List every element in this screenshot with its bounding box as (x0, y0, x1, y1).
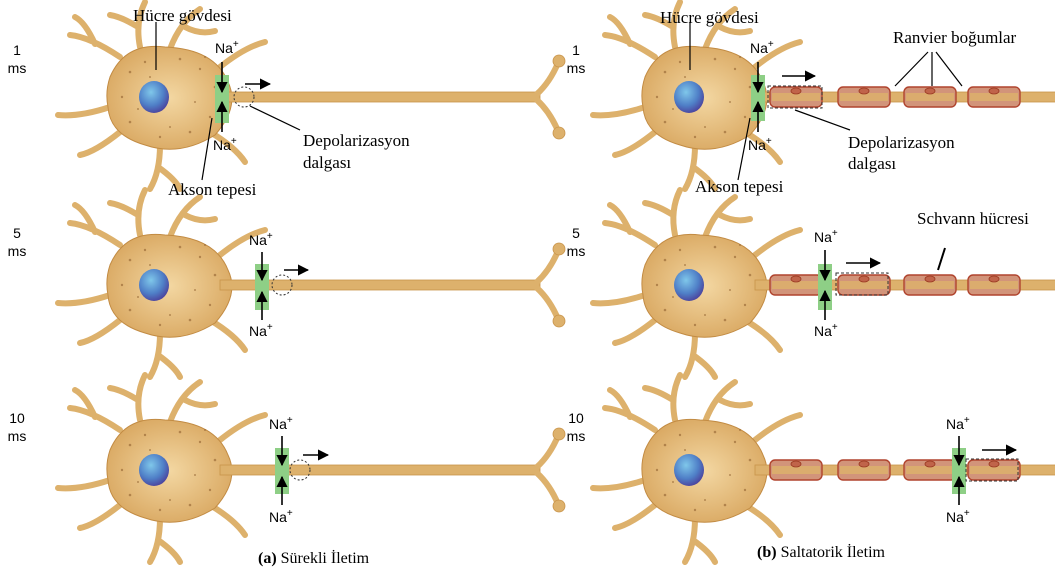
panel-a-5ms (58, 190, 565, 377)
axon-hillock-label-b: Akson tepesi (695, 177, 784, 196)
time-unit-1: ms (8, 60, 27, 76)
na-label-a5-bottom: Na+ (249, 322, 273, 339)
time-unit-10b: ms (567, 428, 586, 444)
time-unit-5b: ms (567, 243, 586, 259)
na-label-b5-bottom: Na+ (814, 322, 838, 339)
time-unit-10: ms (8, 428, 27, 444)
time-label-10b: 10 (568, 410, 584, 426)
depolarization-label-2: dalgası (303, 153, 351, 172)
time-label-1b: 1 (572, 42, 580, 58)
svg-text:Na+: Na+ (946, 508, 970, 525)
svg-text:Na+: Na+ (814, 322, 838, 339)
panel-b-10ms (593, 375, 1055, 562)
na-label-a5-top: Na+ (249, 231, 273, 248)
panel-a-10ms (58, 375, 565, 562)
na-label-a10-top: Na+ (269, 415, 293, 432)
depolarization-label-1: Depolarizasyon (303, 131, 410, 150)
time-label-10: 10 (9, 410, 25, 426)
svg-text:Na+: Na+ (249, 231, 273, 248)
cell-body-label-b: Hücre gövdesi (660, 8, 759, 27)
depolarization-label-b1: Depolarizasyon (848, 133, 955, 152)
time-label-1: 1 (13, 42, 21, 58)
na-label-b5-top: Na+ (814, 228, 838, 245)
time-unit-1b: ms (567, 60, 586, 76)
caption-b: (b)Saltatorik İletim (757, 543, 886, 561)
na-label-a10-bottom: Na+ (269, 508, 293, 525)
depolarization-label-b2: dalgası (848, 154, 896, 173)
axon-hillock-label: Akson tepesi (168, 180, 257, 199)
ranvier-nodes-label: Ranvier boğumlar (893, 28, 1017, 47)
time-label-5: 5 (13, 225, 21, 241)
svg-text:Na+: Na+ (269, 415, 293, 432)
svg-text:Na+: Na+ (814, 228, 838, 245)
svg-text:Na+: Na+ (249, 322, 273, 339)
caption-a: (a)Sürekli İletim (258, 549, 370, 567)
na-label-b10-bottom: Na+ (946, 508, 970, 525)
cell-body-label: Hücre gövdesi (133, 6, 232, 25)
na-label-b10-top: Na+ (946, 415, 970, 432)
schwann-cell-label: Schvann hücresi (917, 209, 1029, 228)
svg-text:Na+: Na+ (269, 508, 293, 525)
time-label-5b: 5 (572, 225, 580, 241)
time-unit-5: ms (8, 243, 27, 259)
svg-text:Na+: Na+ (946, 415, 970, 432)
